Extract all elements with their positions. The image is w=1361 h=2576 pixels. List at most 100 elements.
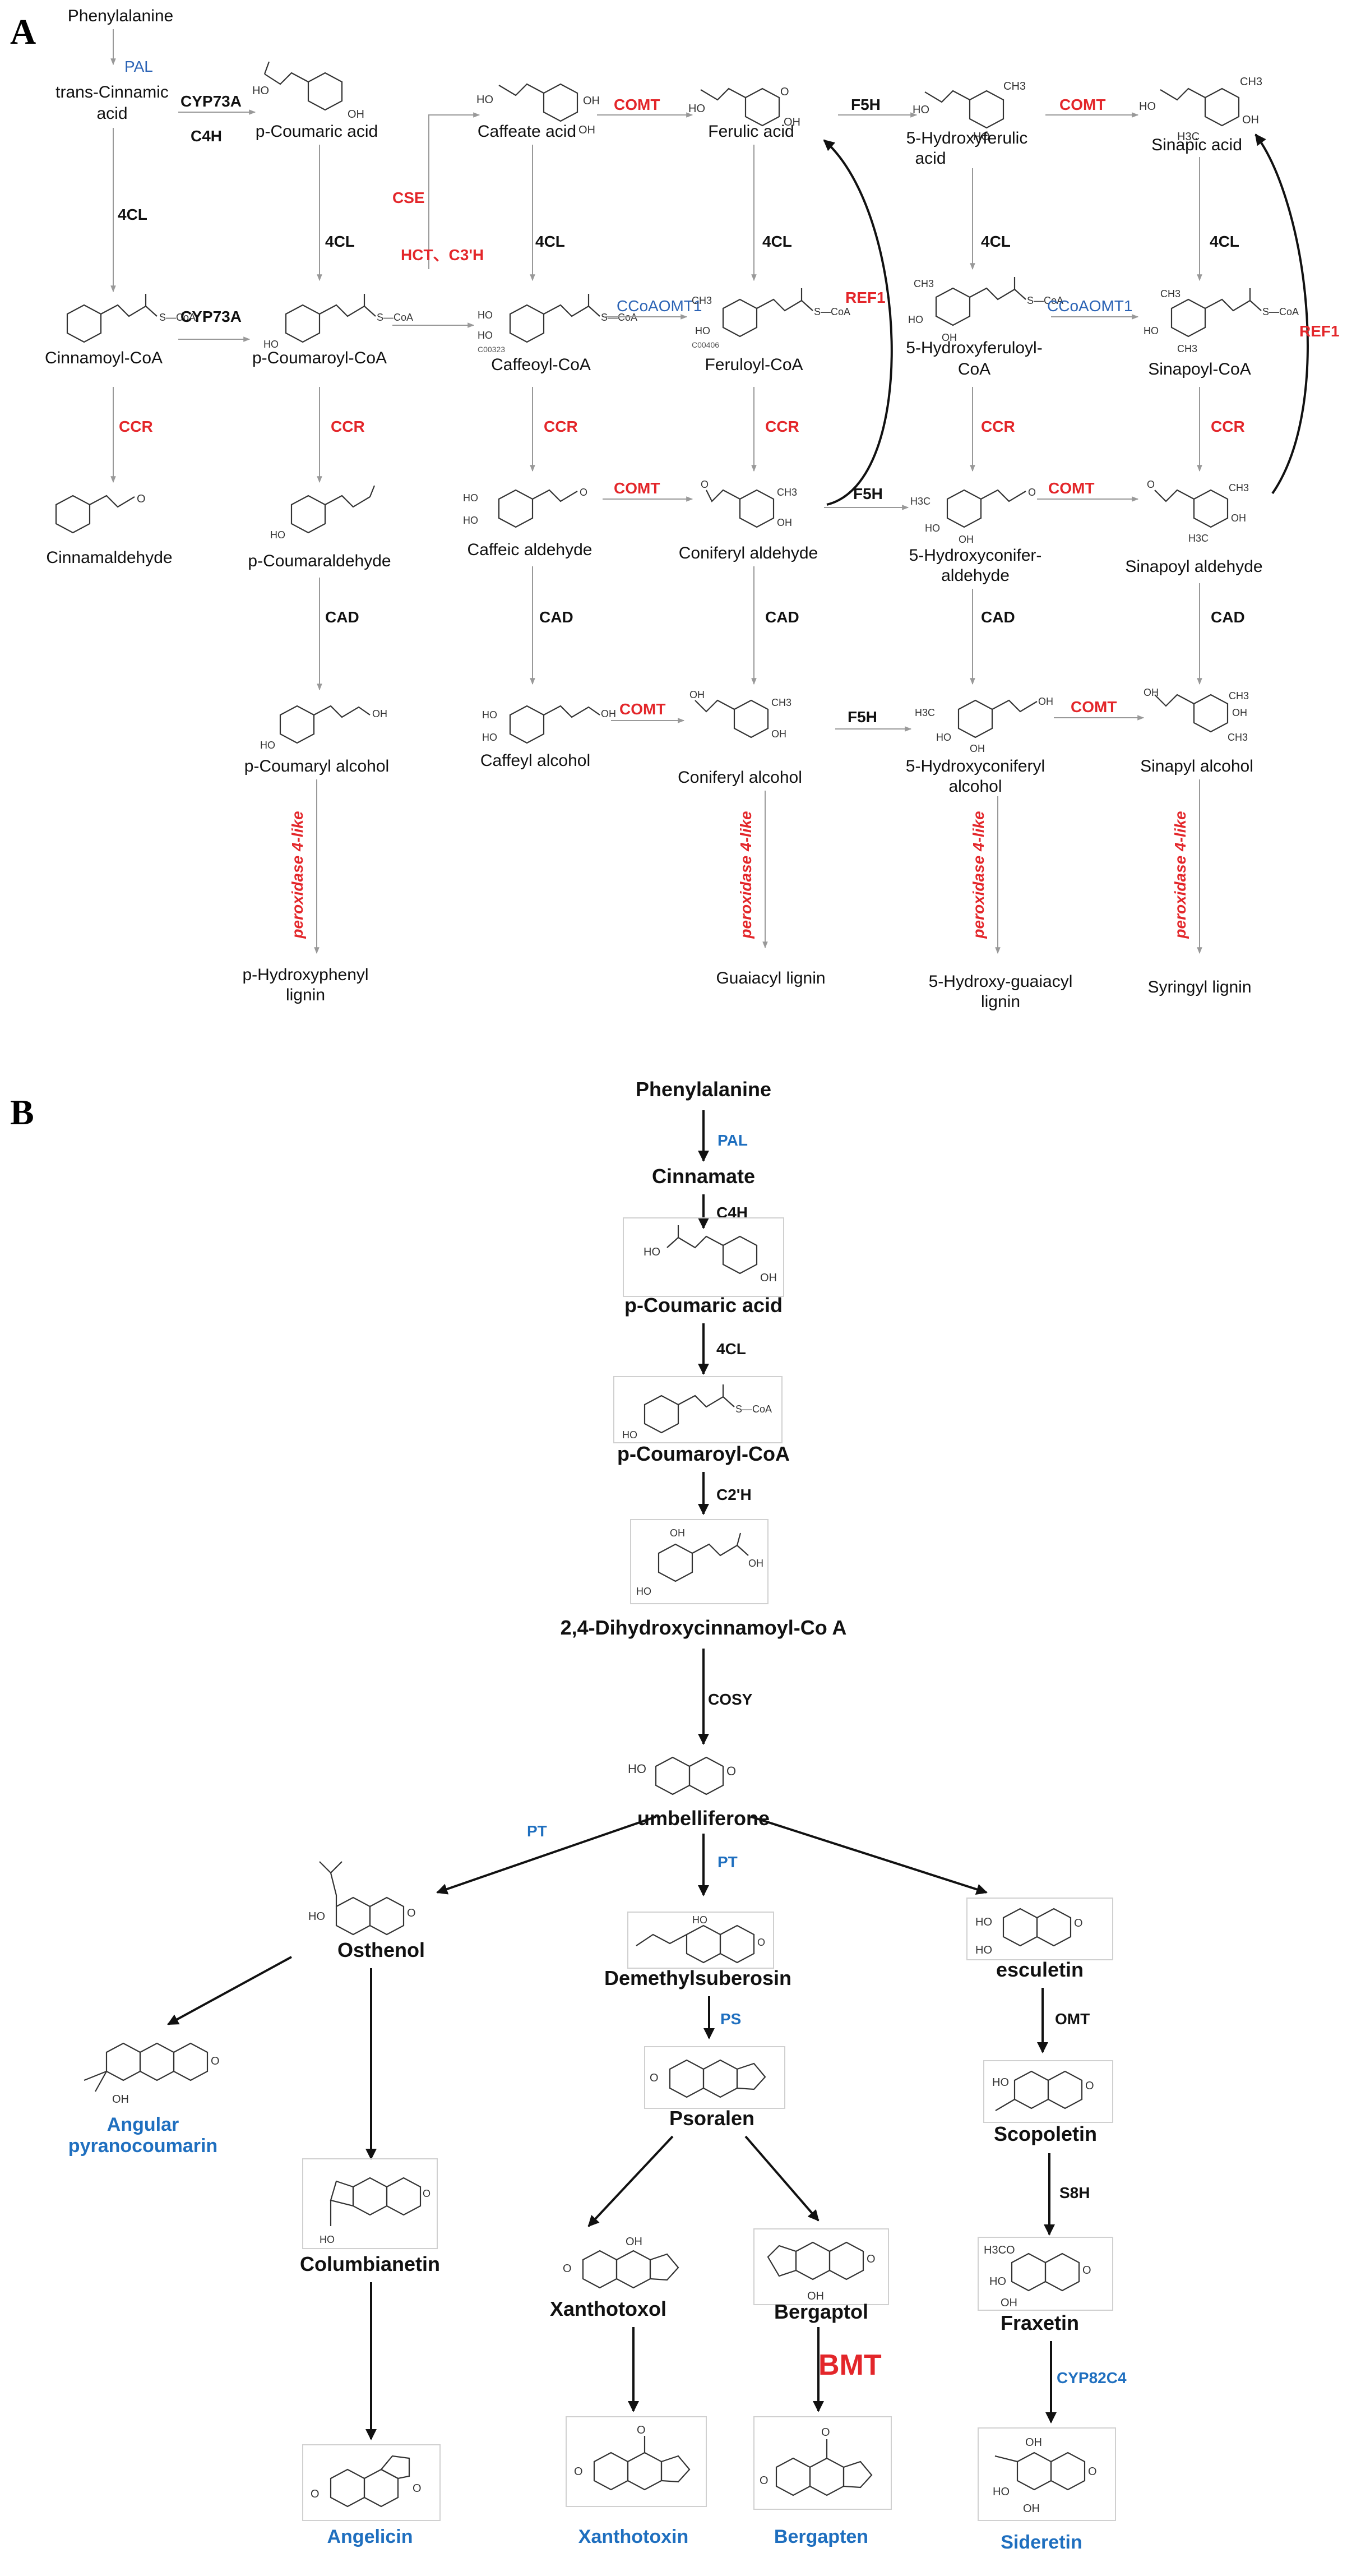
phenylalanine-label: Phenylalanine xyxy=(68,7,173,25)
svg-text:O: O xyxy=(1074,1917,1083,1929)
svg-text:CH3: CH3 xyxy=(1160,288,1181,299)
svg-text:HO: HO xyxy=(482,732,497,743)
b-phenylalanine-label: Phenylalanine xyxy=(636,1078,771,1101)
trans-cinnamic-label-1: trans-Cinnamic xyxy=(55,83,169,101)
cinnamoyl-coa-label: Cinnamoyl-CoA xyxy=(45,349,163,367)
svg-text:O: O xyxy=(423,2188,430,2199)
svg-text:HO: HO xyxy=(975,1944,992,1956)
b-angelicin-label: Angelicin xyxy=(327,2526,413,2547)
svg-text:O: O xyxy=(211,2055,220,2067)
svg-text:O: O xyxy=(1028,487,1036,498)
peroxidase-enzyme-4: peroxidase 4-like xyxy=(1172,811,1189,939)
coa-label-2: S—CoA xyxy=(377,312,413,323)
b-bergapten-structure: O O xyxy=(760,2426,873,2496)
b-coa-label: S—CoA xyxy=(735,1404,772,1415)
svg-text:OH: OH xyxy=(970,743,985,754)
4cl-enzyme-3: 4CL xyxy=(535,233,565,250)
svg-text:HO: HO xyxy=(908,314,923,325)
svg-text:OH: OH xyxy=(942,332,957,343)
b-angular-label-1: Angular xyxy=(107,2114,179,2135)
svg-text:HO: HO xyxy=(252,85,269,97)
ccoaomt1-enzyme-2: CCoAOMT1 xyxy=(1047,297,1132,315)
hydroxyferuloyl-coa-structure: CH3 HO OH S—CoA xyxy=(908,277,1063,343)
sinapic-acid-label: Sinapic acid xyxy=(1151,136,1242,154)
hydroxyconiferyl-alcohol-label-2: alcohol xyxy=(948,777,1002,796)
hydroxyferulic-label-2: acid xyxy=(915,149,946,168)
svg-text:HO: HO xyxy=(482,709,497,721)
svg-text:H3C: H3C xyxy=(910,496,931,507)
svg-text:HO: HO xyxy=(975,1916,992,1928)
4cl-enzyme-1: 4CL xyxy=(118,206,147,223)
svg-text:OH: OH xyxy=(1025,2436,1042,2449)
4cl-enzyme-4: 4CL xyxy=(762,233,792,250)
b-pal-enzyme: PAL xyxy=(717,1132,748,1149)
hydroxyconiferaldehyde-label-1: 5-Hydroxyconifer- xyxy=(909,546,1042,565)
p-coumaroyl-coa-label: p-Coumaroyl-CoA xyxy=(252,349,387,367)
b-angelicin-frame xyxy=(302,2444,441,2521)
feruloyl-coa-label: Feruloyl-CoA xyxy=(705,356,803,374)
sinapyl-alcohol-label: Sinapyl alcohol xyxy=(1140,757,1253,775)
svg-text:O: O xyxy=(1082,2264,1091,2277)
b-bergapten-label: Bergapten xyxy=(774,2526,868,2547)
b-demethylsuberosin-frame xyxy=(627,1912,774,1969)
b-c4h-enzyme: C4H xyxy=(716,1204,748,1221)
svg-text:OH: OH xyxy=(112,2093,129,2106)
svg-text:HO: HO xyxy=(973,131,990,143)
arrow-cse xyxy=(428,112,480,269)
hydroxyferuloyl-coa-label-2: CoA xyxy=(958,360,990,378)
cyp73a-enzyme-1: CYP73A xyxy=(180,93,242,110)
pal-enzyme-a: PAL xyxy=(124,58,153,75)
b-esculetin-frame xyxy=(966,1898,1113,1960)
svg-text:OH: OH xyxy=(748,1558,763,1569)
ref1-arrow-1 xyxy=(823,139,893,506)
caffeate-structure: HO OH OH xyxy=(476,83,600,136)
p-coumaraldehyde-structure: HO xyxy=(270,485,376,541)
feruloyl-coa-structure: CH3 HO S—CoA C00406 xyxy=(692,288,850,349)
hydroxyferulic-acid-structure: HO CH3 HO xyxy=(913,80,1026,143)
svg-text:OH: OH xyxy=(1023,2503,1040,2515)
svg-text:OH: OH xyxy=(583,95,600,107)
ferulic-acid-structure: HO O OH xyxy=(688,86,800,128)
svg-text:HO: HO xyxy=(260,740,275,751)
b-osthenol-structure: HO O xyxy=(308,1861,416,1936)
b-esculetin-label: esculetin xyxy=(996,1958,1084,1981)
cinnamoyl-coa-structure: S—CoA xyxy=(66,294,196,343)
caffeate-acid-label: Caffeate acid xyxy=(478,122,576,141)
peroxidase-enzyme-3: peroxidase 4-like xyxy=(970,811,987,939)
b-xanthotoxol-label: Xanthotoxol xyxy=(550,2297,666,2320)
svg-text:HO: HO xyxy=(622,1429,637,1441)
sinapoyl-aldehyde-label: Sinapoyl aldehyde xyxy=(1125,557,1262,576)
p-coumaryl-alcohol-label: p-Coumaryl alcohol xyxy=(244,757,389,775)
b-cosy-enzyme: COSY xyxy=(708,1691,753,1708)
svg-text:OH: OH xyxy=(807,2290,824,2302)
b-psoralen-structure: O xyxy=(650,2059,766,2098)
cinnamaldehyde-structure: O xyxy=(55,493,146,534)
coniferyl-aldehyde-structure: O CH3 OH xyxy=(701,479,797,528)
svg-text:HO: HO xyxy=(1144,325,1159,336)
h-lignin-label-1: p-Hydroxyphenyl xyxy=(242,966,368,984)
svg-text:CH3: CH3 xyxy=(914,278,934,289)
comt-enzyme-5: COMT xyxy=(619,700,665,718)
comt-enzyme-2: COMT xyxy=(1059,96,1105,113)
svg-text:HO: HO xyxy=(478,310,493,321)
4cl-enzyme-5: 4CL xyxy=(981,233,1011,250)
svg-text:OH: OH xyxy=(601,708,616,719)
svg-text:O: O xyxy=(137,493,146,505)
f5h-enzyme-2: F5H xyxy=(853,485,883,502)
cinnamaldehyde-label: Cinnamaldehyde xyxy=(46,548,172,567)
b-psoralen-frame xyxy=(644,2046,785,2109)
ferulic-acid-label: Ferulic acid xyxy=(708,122,794,141)
svg-text:OH: OH xyxy=(771,728,786,740)
h-lignin-label-2: lignin xyxy=(286,986,325,1004)
arrow-b-psoralen-to-bergaptol xyxy=(744,2135,820,2222)
coniferyl-alcohol-label: Coniferyl alcohol xyxy=(678,768,802,787)
b-dhc-frame xyxy=(630,1519,769,1604)
svg-text:OH: OH xyxy=(626,2236,642,2248)
b-esculetin-structure: HO HO O xyxy=(975,1908,1083,1956)
svg-text:HO: HO xyxy=(636,1586,651,1597)
svg-text:CH3: CH3 xyxy=(777,487,797,498)
b-osthenol-label: Osthenol xyxy=(337,1938,425,1961)
b-p-coumaric-acid-label: p-Coumaric acid xyxy=(624,1294,783,1317)
b-columbianetin-label: Columbianetin xyxy=(300,2252,440,2275)
